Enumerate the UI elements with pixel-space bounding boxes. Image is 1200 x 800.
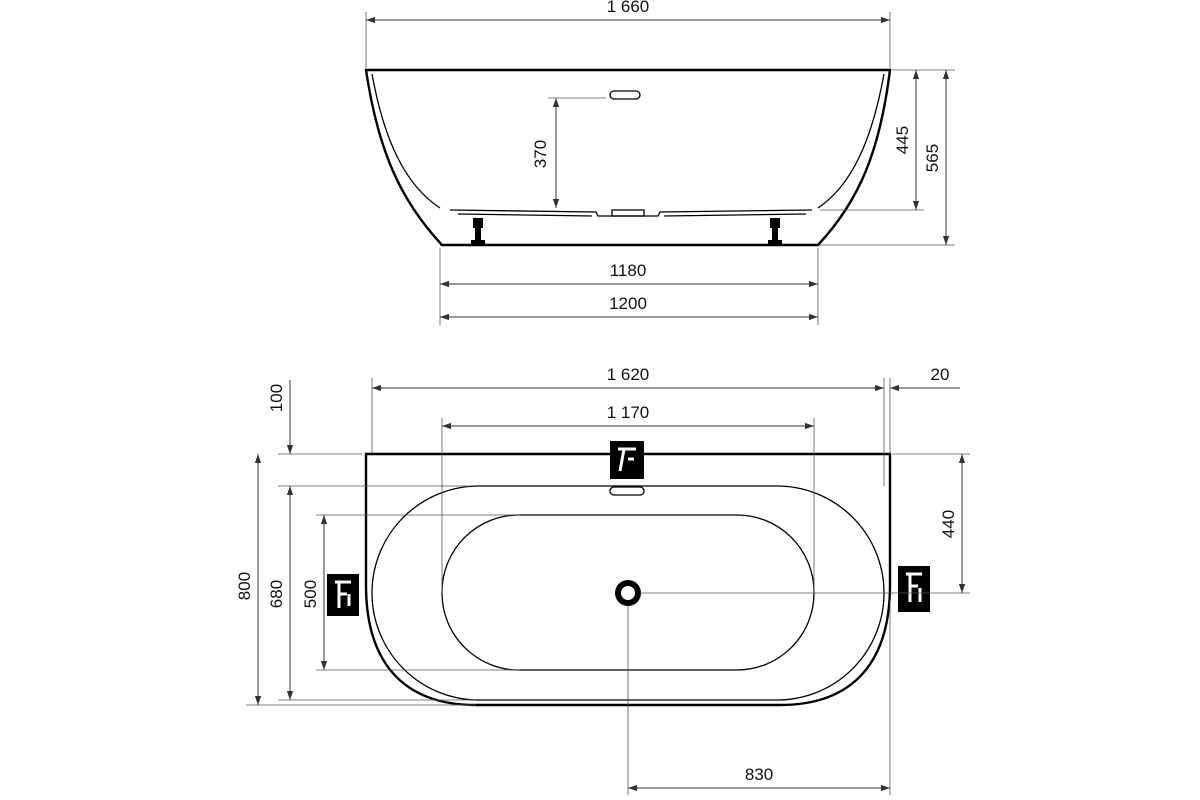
drain-icon (611, 209, 645, 217)
side-view: 1 660 1180 1200 370 445 565 (364, 0, 955, 325)
faucet-icon (898, 566, 930, 612)
dim-outer-length: 1 620 (607, 365, 650, 384)
foot-icon (768, 218, 782, 245)
dim-total-height: 565 (923, 144, 942, 172)
overflow-icon (609, 486, 645, 496)
side-tub-outline (364, 68, 892, 247)
dim-overall-length: 1 660 (607, 0, 650, 16)
faucet-icon (327, 574, 359, 616)
faucet-icon (610, 441, 644, 479)
dim-overall-width: 800 (235, 572, 254, 600)
dim-overflow-height: 370 (531, 140, 550, 168)
dim-rim-offset: 100 (267, 384, 286, 412)
dim-wall-gap: 20 (931, 365, 950, 384)
dim-overflow-span: 1 170 (607, 403, 650, 422)
dim-drain-offset-x: 830 (745, 765, 773, 784)
dim-drain-offset-y: 440 (939, 510, 958, 538)
side-tub-inner-wall (371, 73, 885, 209)
top-view: 1 620 20 1 170 100 800 680 500 440 (235, 365, 970, 795)
dim-foot-span-outer: 1200 (609, 294, 647, 313)
dim-basin-width: 500 (301, 580, 320, 608)
drain-icon (615, 580, 641, 606)
top-tub-outer (364, 452, 892, 707)
foot-icon (471, 218, 485, 245)
side-base-inner (457, 213, 807, 217)
dim-foot-span-inner: 1180 (610, 261, 647, 280)
dim-inner-depth: 445 (893, 126, 912, 154)
dim-inner-width: 680 (267, 580, 286, 608)
overflow-icon (609, 90, 641, 100)
